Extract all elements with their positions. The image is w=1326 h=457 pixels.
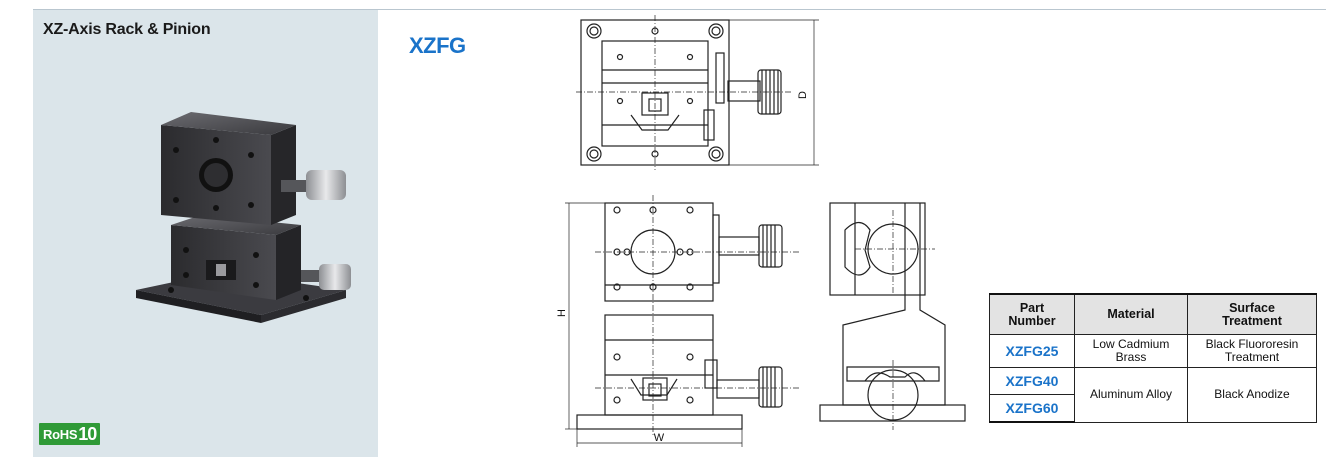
top-view-drawing: D — [576, 15, 819, 170]
product-panel: XZ-Axis Rack & Pinion — [33, 10, 378, 457]
rohs-text: RoHS — [43, 426, 78, 442]
surface-cell: Black Anodize — [1187, 367, 1317, 423]
front-view-drawing: H W — [556, 195, 800, 447]
part-number-cell[interactable]: XZFG60 — [989, 394, 1075, 423]
product-title: XZ-Axis Rack & Pinion — [43, 21, 211, 38]
part-number-cell[interactable]: XZFG25 — [989, 334, 1075, 368]
rohs-badge: RoHS 10 — [39, 423, 101, 445]
series-code: XZFG — [409, 33, 466, 58]
header-material: Material — [1074, 293, 1188, 335]
part-number-cell[interactable]: XZFG40 — [989, 367, 1075, 395]
side-view-drawing — [819, 202, 966, 430]
material-cell: Aluminum Alloy — [1074, 367, 1188, 423]
rohs-number: 10 — [78, 423, 97, 444]
table-row: XZFG60 — [989, 394, 1317, 423]
product-photo — [136, 112, 351, 323]
table-row: XZFG40 Aluminum Alloy Black Anodize — [989, 367, 1317, 423]
height-label: H — [556, 309, 568, 317]
depth-label: D — [797, 91, 809, 99]
width-label: W — [654, 432, 665, 444]
top-divider — [33, 9, 1326, 10]
